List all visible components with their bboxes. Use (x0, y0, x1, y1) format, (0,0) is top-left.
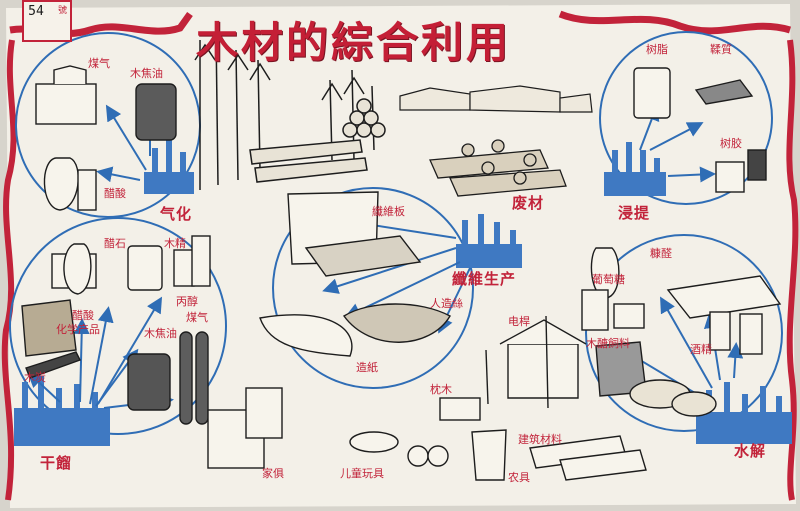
log-piles (249, 98, 386, 183)
label-furniture: 家俱 (262, 467, 284, 480)
stamp-text: 號 (56, 5, 66, 14)
red-border-top-right (558, 10, 792, 35)
category-hydrolysis: 水解 (734, 442, 767, 460)
category-dry-distillation: 干餾 (40, 454, 73, 472)
factory-icon-gasify (144, 140, 194, 194)
red-border-right (786, 39, 799, 501)
factory-icon-hydrolysis (696, 382, 792, 444)
label-gas: 煤气 (88, 57, 110, 70)
label-paper: 造紙 (356, 361, 378, 374)
label-fiberboard: 纖維板 (372, 205, 405, 218)
factory-icon-fiber (456, 214, 522, 268)
label-tar: 木焦油 (144, 327, 177, 340)
label-pole: 电桿 (508, 315, 530, 328)
category-waste: 废材 (512, 194, 545, 212)
factory-buildings (399, 85, 593, 113)
label-glucose: 葡萄糖 (592, 273, 625, 286)
label-gum: 树胶 (720, 137, 742, 150)
dry-circle (9, 217, 227, 435)
category-gasify: 气化 (160, 205, 193, 223)
label-tannin: 鞣質 (710, 43, 732, 56)
label-tar-top: 木焦油 (130, 67, 163, 80)
label-farm: 农具 (508, 471, 530, 484)
label-alcohol: 酒精 (690, 343, 712, 356)
catalog-stamp: 54 號 (22, 0, 72, 42)
label-charcoal: 木炭 (24, 371, 46, 384)
label-vinegar-top: 醋酸 (104, 187, 126, 200)
fiber-circle (272, 187, 474, 389)
label-resin: 树脂 (646, 43, 668, 56)
product-drawings (21, 65, 782, 481)
factory-icon-dry (14, 376, 110, 446)
label-feed: 木醣飼料 (586, 337, 630, 350)
label-rayon: 人造絲 (430, 297, 463, 310)
label-acetic: 醋酸 (72, 309, 94, 322)
category-fiber: 纖維生产 (452, 270, 517, 288)
hydrolysis-circle (585, 234, 783, 432)
label-furfural: 糠醛 (650, 247, 672, 260)
label-methanol: 木精 (164, 237, 186, 250)
stamp-number: 54 (28, 4, 44, 19)
waste-wood-pile (429, 139, 567, 197)
label-acetone: 醋石 (104, 237, 126, 250)
soak-circle (599, 31, 773, 205)
label-propane: 丙醇 (176, 295, 198, 308)
label-propane-gas: 煤气 (186, 311, 208, 324)
label-toys: 儿童玩具 (340, 467, 384, 480)
label-sleeper: 枕木 (430, 383, 452, 396)
label-chem: 化学产品 (56, 323, 100, 336)
red-border-left (1, 39, 17, 501)
category-soak: 浸提 (618, 204, 651, 222)
factory-icon-soak (604, 142, 666, 196)
label-building: 建筑材料 (518, 433, 562, 446)
poster-title: 木材的綜合利用 (196, 18, 512, 67)
